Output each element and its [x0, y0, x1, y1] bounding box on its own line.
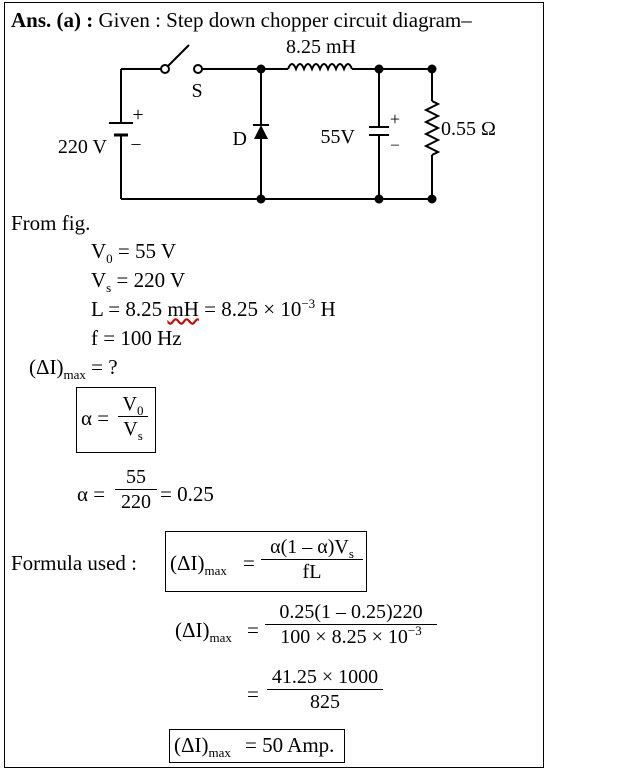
source-voltage-label: 220 V [58, 136, 108, 158]
switch-contact-left [160, 64, 170, 74]
inductance-line: L = 8.25 mH = 8.25 × 10−3 H [91, 296, 336, 321]
formula-used-label: Formula used : [11, 551, 137, 575]
substitution-equals: = [247, 618, 259, 642]
diode-label: D [233, 128, 247, 150]
from-fig-text: From fig. [11, 211, 91, 235]
result-lhs: (ΔI)max [174, 733, 231, 760]
answer-panel: Ans. (a) : Given : Step down chopper cir… [4, 2, 544, 768]
resistor-label: 0.55 Ω [441, 118, 496, 140]
capacitor-voltage-label: 55V [321, 126, 356, 148]
alpha-calc-fraction: 55 220 [115, 467, 157, 512]
alpha-formula-lhs: α = [81, 406, 110, 430]
substitution-fraction: 0.25(1 – 0.25)220 100 × 8.25 × 10−3 [265, 602, 437, 647]
chopper-circuit-diagram: 8.25 mH S 220 V + – D 55V + – 0.55 Ω [58, 36, 496, 204]
switch-arm [167, 44, 190, 67]
simplify-equals: = [247, 682, 259, 706]
formula-used-lhs: (ΔI)max [170, 551, 227, 578]
junction-dot [427, 194, 437, 204]
battery-minus: – [131, 133, 142, 153]
junction-dot [256, 64, 266, 74]
switch-label: S [191, 80, 202, 102]
duty-cycle-formula-box [76, 387, 156, 453]
intro-text: Given : Step down chopper circuit diagra… [98, 8, 472, 32]
simplify-fraction: 41.25 × 1000 825 [267, 667, 383, 712]
answer-label: Ans. (a) : [11, 8, 94, 32]
frequency-line: f = 100 Hz [91, 326, 182, 350]
junction-dot [374, 194, 384, 204]
inductor-label: 8.25 mH [286, 36, 356, 58]
junction-dot [256, 194, 266, 204]
resistor-zigzag [423, 100, 441, 156]
delta-i-max-unknown: (ΔI)max = ? [29, 355, 118, 382]
alpha-formula-fraction: V0 Vs [118, 394, 148, 442]
output-voltage-line: V0 = 55 V [91, 239, 177, 266]
result-box [169, 729, 345, 763]
alpha-calc-lhs: α = [77, 482, 106, 506]
alpha-calc-result: = 0.25 [160, 482, 214, 506]
substitution-lhs: (ΔI)max [175, 618, 232, 645]
junction-dot [374, 64, 384, 74]
answer-heading: Ans. (a) : Given : Step down chopper cir… [11, 10, 472, 31]
battery-plus: + [132, 104, 143, 126]
formula-used-box [165, 531, 367, 592]
capacitor-plus: + [390, 109, 400, 129]
source-voltage-line: Vs = 220 V [91, 268, 186, 295]
formula-used-equals: = [243, 551, 255, 575]
result-value: = 50 Amp. [245, 733, 335, 757]
formula-used-fraction: α(1 – α)Vs fL [261, 537, 363, 582]
diode-triangle [254, 125, 268, 139]
switch-contact-right [193, 64, 203, 74]
inductor-coil [287, 63, 353, 72]
junction-dot [427, 64, 437, 74]
capacitor-minus: – [390, 136, 400, 153]
